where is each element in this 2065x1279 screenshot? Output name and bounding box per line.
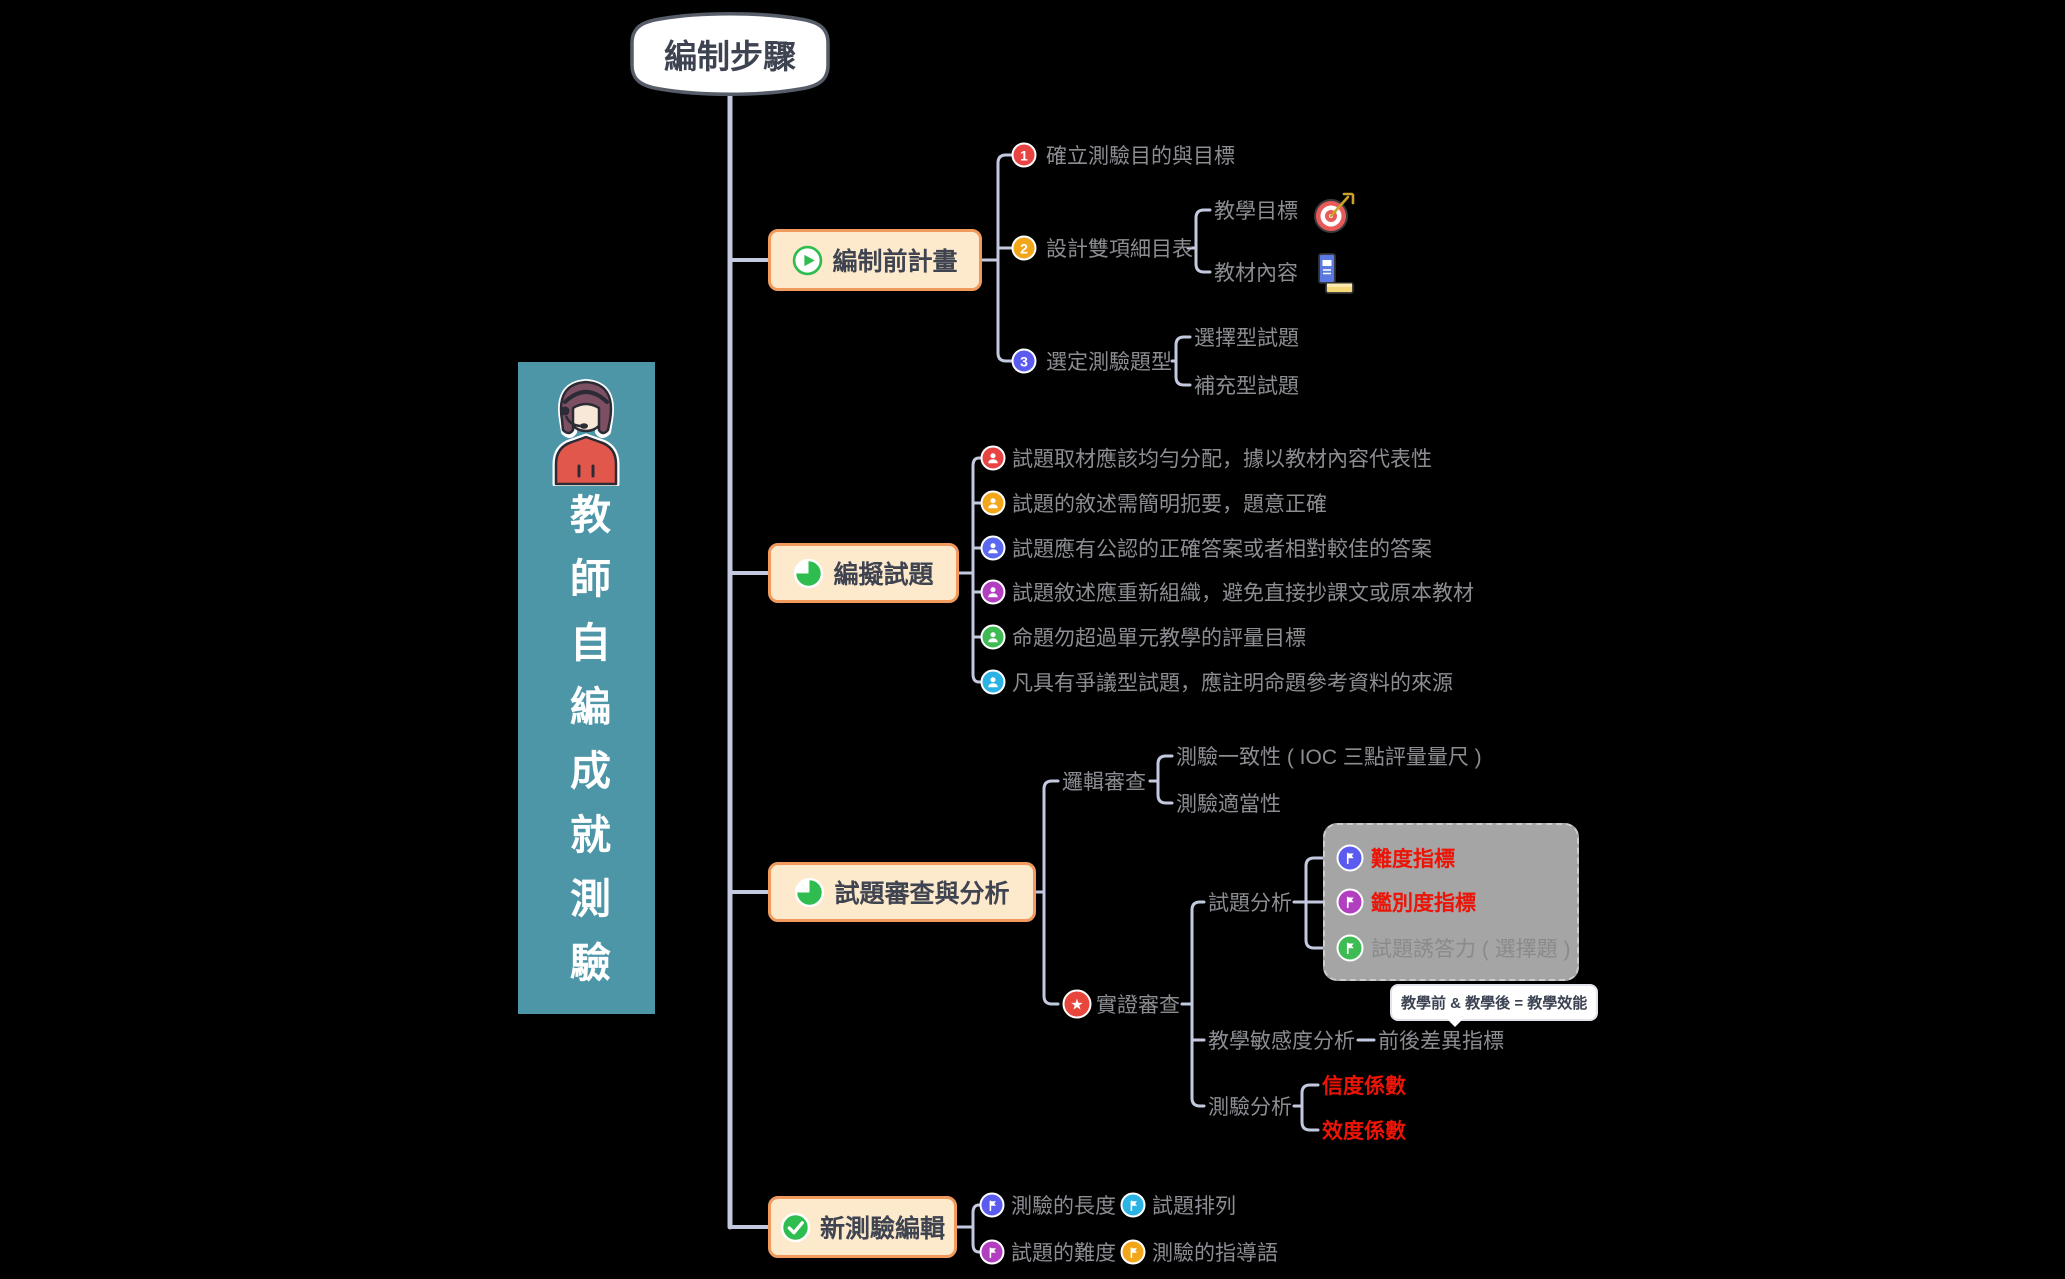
draft-item-topic[interactable]: 試題應有公認的正確答案或者相對較佳的答案 [1012, 538, 1432, 561]
logic-review-topic[interactable]: 邏輯審查 [1062, 771, 1146, 794]
teacher-avatar-icon [552, 379, 620, 486]
step-3-badge: 3 [1011, 348, 1037, 374]
user-icon [980, 490, 1006, 516]
draft-item-topic[interactable]: 凡具有爭議型試題，應註明命題參考資料的來源 [1012, 672, 1453, 695]
validity-topic[interactable]: 效度係數 [1322, 1120, 1406, 1143]
check-icon [780, 1212, 811, 1242]
user-icon [980, 579, 1006, 605]
main-topic-title: 教師自編成就測驗 [563, 493, 610, 1005]
draft-item-topic[interactable]: 試題敘述應重新組織，避免直接抄課文或原本教材 [1012, 582, 1474, 605]
flag-icon [1120, 1192, 1146, 1218]
edit-item-topic[interactable]: 測驗的長度 [1011, 1195, 1116, 1218]
test-analysis-topic[interactable]: 測驗分析 [1208, 1096, 1292, 1119]
flag-icon [1336, 844, 1364, 872]
star-icon: ★ [1062, 989, 1092, 1019]
topic-plan-label: 編制前計畫 [832, 248, 958, 276]
item-analysis-boundary-panel[interactable] [1323, 823, 1579, 981]
edit-item-topic[interactable]: 試題排列 [1152, 1195, 1236, 1218]
edit-item-topic[interactable]: 試題的難度 [1011, 1242, 1116, 1265]
difficulty-index-topic[interactable]: 難度指標 [1371, 848, 1455, 871]
draft-item-topic[interactable]: 試題的敘述需簡明扼要，題意正確 [1012, 493, 1327, 516]
type-child-supply[interactable]: 補充型試題 [1194, 375, 1299, 398]
topic-review[interactable]: 試題審查與分析 [768, 862, 1036, 922]
root-topic[interactable]: 編制步驟 [630, 12, 830, 96]
main-topic-panel[interactable]: 教師自編成就測驗 [518, 362, 655, 1014]
topic-draft-label: 編擬試題 [833, 561, 934, 589]
play-icon [793, 245, 823, 275]
sensitivity-analysis-topic[interactable]: 教學敏感度分析 [1208, 1030, 1355, 1053]
type-child-choice[interactable]: 選擇型試題 [1194, 327, 1299, 350]
reliability-topic[interactable]: 信度係數 [1322, 1075, 1406, 1098]
step-2-topic[interactable]: 設計雙項細目表 [1046, 238, 1193, 261]
pie-icon [794, 558, 824, 588]
step-3-topic[interactable]: 選定測驗題型 [1046, 351, 1172, 374]
draft-item-topic[interactable]: 試題取材應該均勻分配，據以教材內容代表性 [1012, 448, 1432, 471]
topic-review-label: 試題審查與分析 [834, 880, 1010, 908]
design-child-goal[interactable]: 教學目標 [1214, 200, 1298, 223]
books-icon [1318, 253, 1354, 294]
draft-item-topic[interactable]: 命題勿超過單元教學的評量目標 [1012, 627, 1306, 650]
edit-item-topic[interactable]: 測驗的指導語 [1152, 1242, 1278, 1265]
flag-icon [1336, 888, 1364, 916]
step-2-badge: 2 [1011, 235, 1037, 261]
empirical-review-topic[interactable]: 實證審查 [1096, 994, 1180, 1017]
user-icon [980, 669, 1006, 695]
ioc-consistency-topic[interactable]: 測驗一致性 ( IOC 三點評量量尺 ) [1176, 746, 1482, 769]
item-analysis-topic[interactable]: 試題分析 [1208, 892, 1292, 915]
teaching-effect-note-text: 教學前 & 教學後 = 教學效能 [1401, 995, 1588, 1012]
flag-icon [1336, 934, 1364, 962]
user-icon [980, 535, 1006, 561]
root-topic-shape [630, 12, 830, 96]
step-1-topic[interactable]: 確立測驗目的與目標 [1046, 145, 1235, 168]
step-1-badge: 1 [1011, 142, 1037, 168]
appropriateness-topic[interactable]: 測驗適當性 [1176, 793, 1281, 816]
flag-icon [1120, 1239, 1146, 1265]
target-icon [1314, 192, 1355, 233]
discrimination-index-topic[interactable]: 鑑別度指標 [1371, 892, 1476, 915]
user-icon [980, 624, 1006, 650]
user-icon [980, 445, 1006, 471]
teaching-effect-note: 教學前 & 教學後 = 教學效能 [1390, 984, 1599, 1027]
pre-post-diff-topic[interactable]: 前後差異指標 [1378, 1030, 1504, 1053]
flag-icon [979, 1239, 1005, 1265]
pie-icon [795, 877, 825, 907]
root-topic-label: 編制步驟 [664, 38, 796, 75]
topic-draft[interactable]: 編擬試題 [768, 543, 959, 603]
topic-edit-label: 新測驗編輯 [819, 1215, 945, 1243]
topic-plan[interactable]: 編制前計畫 [768, 229, 982, 291]
distractor-power-topic[interactable]: 試題誘答力 ( 選擇題 ) [1371, 938, 1571, 961]
topic-edit[interactable]: 新測驗編輯 [768, 1196, 957, 1258]
design-child-material[interactable]: 教材內容 [1214, 262, 1298, 285]
flag-icon [979, 1192, 1005, 1218]
